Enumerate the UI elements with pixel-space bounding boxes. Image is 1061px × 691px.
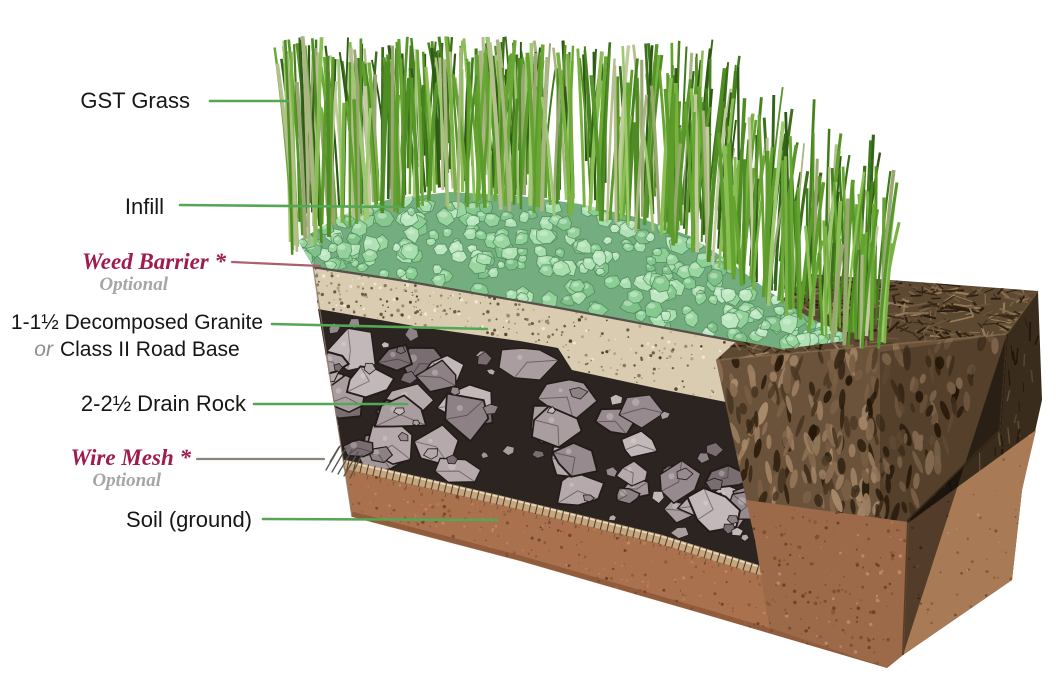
base-layer-leader [270, 322, 489, 331]
label-soil: Soil (ground) [126, 507, 252, 532]
label-wire-mesh: Wire Mesh * [70, 445, 191, 470]
label-infill: Infill [124, 194, 164, 219]
base-layer-line2: or Class II Road Base [5, 336, 269, 363]
label-weed-barrier-optional: Optional [99, 274, 168, 295]
base-layer-or: or [34, 338, 53, 361]
label-drain-rock: 2-2½ Drain Rock [80, 391, 246, 416]
soil-leader [261, 517, 499, 522]
label-base-layer: 1-1½ Decomposed Granite or Class II Road … [5, 309, 269, 363]
grass-blades-graphic [273, 36, 901, 350]
base-layer-line1: 1-1½ Decomposed Granite [10, 311, 264, 334]
soil-layer-graphic [344, 464, 887, 668]
weed-barrier-leader [230, 260, 322, 268]
wire-mesh-graphic [342, 459, 784, 584]
label-wire-mesh-optional: Optional [92, 470, 161, 491]
leader-lines [178, 99, 499, 522]
label-weed-barrier: Weed Barrier * [82, 249, 226, 274]
base-layer-line2-text: Class II Road Base [59, 338, 240, 361]
label-gst-grass: GST Grass [80, 88, 190, 113]
wire-mesh-hatch-marks [325, 445, 363, 479]
infill-leader [178, 203, 403, 209]
